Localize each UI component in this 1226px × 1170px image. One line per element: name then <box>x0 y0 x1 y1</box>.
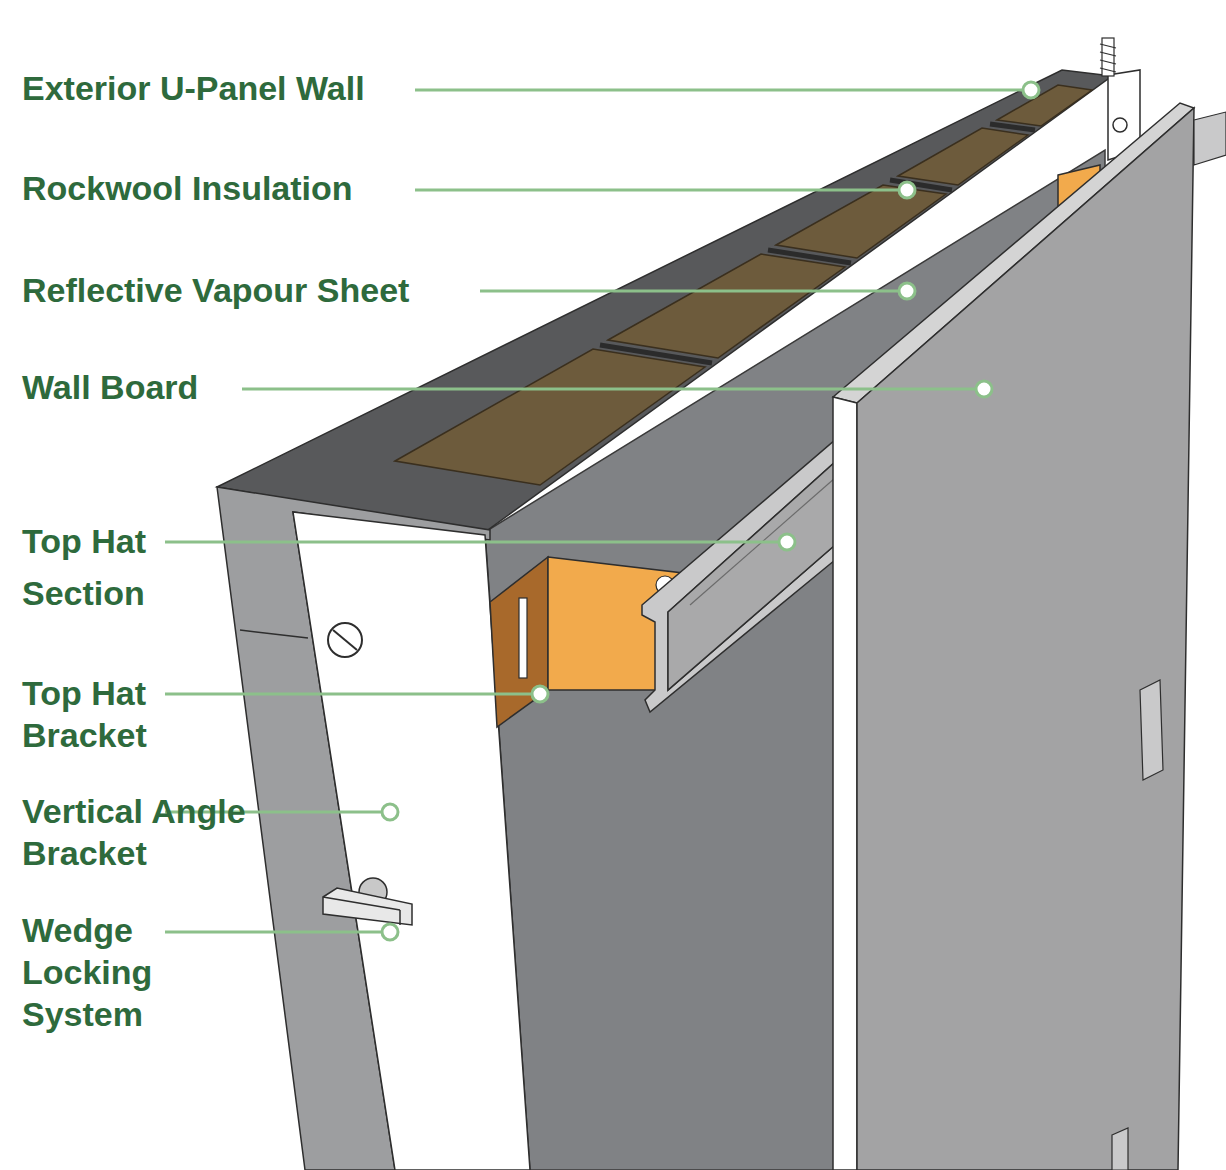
part-label: Vertical Angle Bracket <box>22 790 262 874</box>
insulation-block <box>898 128 1028 185</box>
part-label: Top Hat Bracket <box>22 672 167 756</box>
rail-end <box>1140 680 1163 780</box>
leader-dot <box>779 534 795 550</box>
screw-thread <box>1100 44 1116 72</box>
part-label: Rockwool Insulation <box>22 167 442 209</box>
leader-line <box>165 693 532 696</box>
leader-dot <box>1023 82 1039 98</box>
back-bolt <box>1113 118 1127 132</box>
top-hat-section <box>642 440 835 712</box>
leader-dot <box>382 804 398 820</box>
part-label: Top Hat Section <box>22 515 167 619</box>
leader-dot <box>976 381 992 397</box>
bracket-slot <box>519 598 527 678</box>
leader-line <box>165 931 382 934</box>
insulation-gap <box>990 124 1035 130</box>
insulation-gap <box>600 345 712 363</box>
insulation-block <box>608 254 845 358</box>
rail-end <box>1194 112 1226 165</box>
panel-joint <box>240 630 308 638</box>
bolt <box>328 623 362 657</box>
wedge-edge <box>323 897 400 910</box>
leader-line <box>415 89 1023 92</box>
insulation-block <box>395 349 705 485</box>
leader-dot <box>532 686 548 702</box>
rail-end <box>1112 1128 1128 1170</box>
bolt-slot <box>333 630 357 650</box>
leader-line <box>480 290 899 293</box>
top-hat-bracket-side <box>490 557 548 727</box>
leader-dot <box>899 283 915 299</box>
part-label: Exterior U-Panel Wall <box>22 67 442 109</box>
insulation-gap <box>768 250 851 263</box>
leader-lines <box>165 82 1039 940</box>
wall-board <box>857 108 1194 1170</box>
part-label: Wall Board <box>22 366 262 408</box>
leader-dot <box>382 924 398 940</box>
wedge-edge <box>399 910 401 925</box>
part-label: Wedge Locking System <box>22 909 167 1035</box>
top-hat-face <box>668 462 835 690</box>
insulation-block <box>776 185 946 258</box>
wall-board-edge <box>833 397 857 1170</box>
wedge <box>323 888 412 925</box>
part-label: Reflective Vapour Sheet <box>22 269 482 311</box>
leader-dot <box>899 182 915 198</box>
leader-line <box>165 541 779 544</box>
leader-line <box>242 388 976 391</box>
leader-line <box>415 189 899 192</box>
